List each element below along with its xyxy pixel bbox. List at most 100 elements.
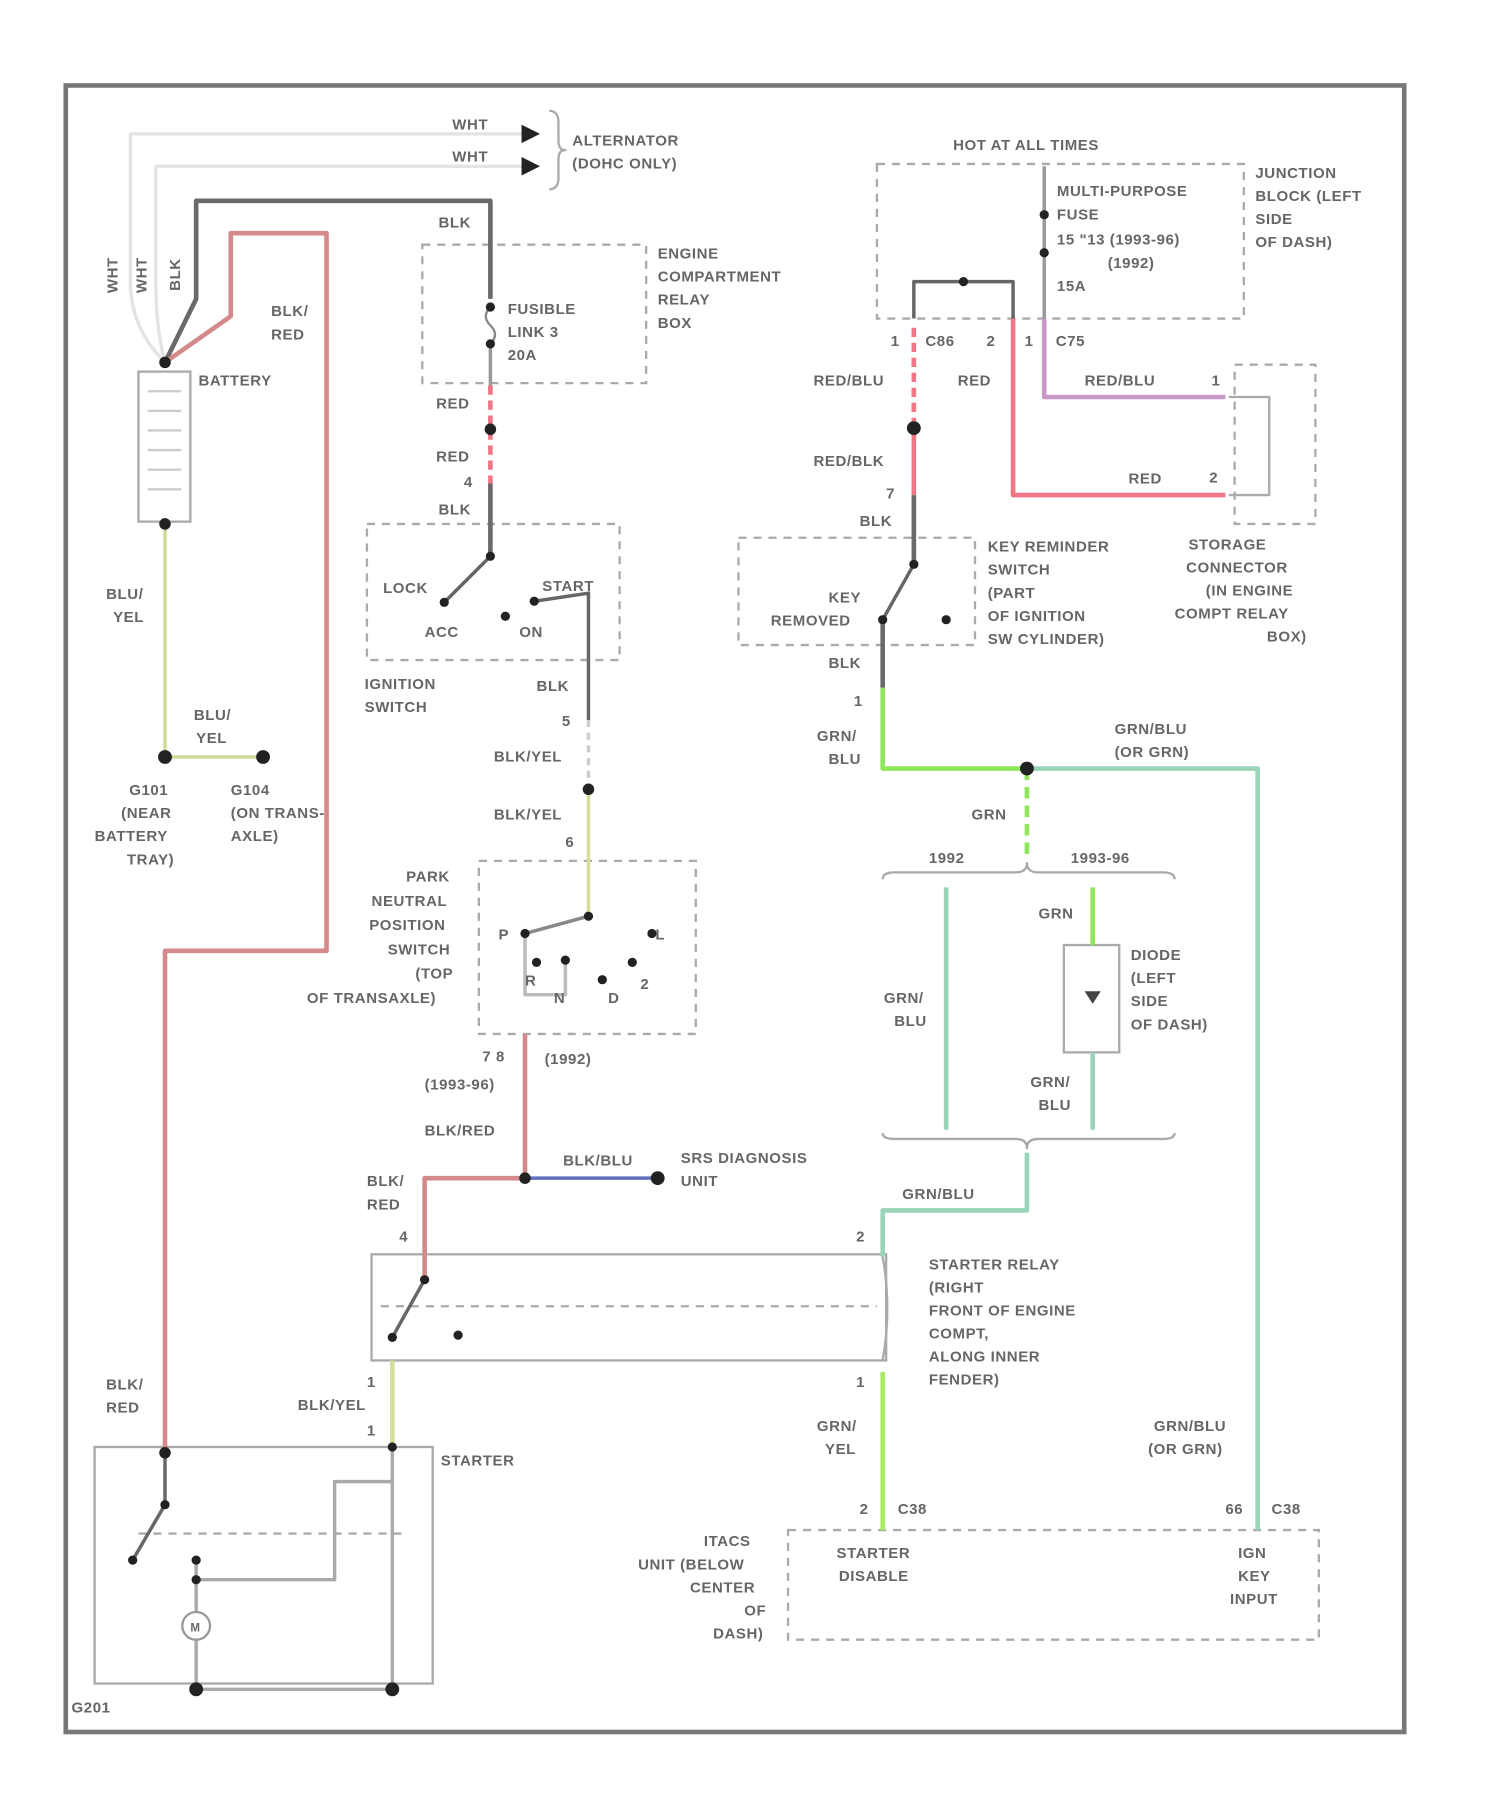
label: (RIGHT	[929, 1279, 984, 1296]
label: 1	[854, 693, 863, 710]
label: UNIT	[681, 1173, 718, 1190]
label: P	[498, 926, 509, 943]
variant-bracket-top	[881, 861, 1176, 880]
label: (1992)	[545, 1051, 592, 1068]
label: GRN/BLU	[1115, 721, 1187, 738]
label: KEY REMINDER	[988, 539, 1110, 556]
label: BLK	[828, 655, 861, 672]
label: ITACS	[704, 1533, 751, 1550]
label: CONNECTOR	[1186, 559, 1288, 576]
wire-wht-2	[154, 164, 522, 363]
label: C75	[1056, 333, 1085, 350]
label: BLK	[438, 214, 471, 231]
label: KEY	[1238, 1568, 1271, 1585]
label: R	[525, 972, 536, 989]
label: GRN/BLU	[902, 1186, 974, 1203]
label: ALTERNATOR	[572, 132, 679, 149]
label: 4	[399, 1229, 408, 1246]
label: REMOVED	[771, 612, 851, 629]
label: RED	[1128, 471, 1161, 488]
label: G201	[72, 1699, 111, 1716]
label: SW CYLINDER)	[988, 631, 1105, 648]
engine-relay-box	[421, 243, 648, 385]
label: 1992	[929, 850, 965, 867]
wire-wht-1	[128, 132, 522, 364]
label: RED	[436, 396, 469, 413]
wire-blk-red-main	[162, 230, 329, 1453]
label: GRN	[972, 806, 1007, 823]
label: 2	[856, 1229, 865, 1246]
label: BLU	[894, 1013, 927, 1030]
relay-switch-arm	[390, 1278, 427, 1339]
label: INPUT	[1230, 1591, 1278, 1608]
label: (PART	[988, 585, 1036, 602]
label: GRN/BLU	[1154, 1418, 1226, 1435]
label: YEL	[825, 1441, 856, 1458]
label: 15A	[1057, 278, 1086, 295]
label: 1	[1212, 372, 1221, 389]
label: BLK/YEL	[298, 1397, 366, 1414]
pnp-internal	[523, 933, 568, 997]
label: NEUTRAL	[372, 893, 448, 910]
label: LOCK	[383, 580, 428, 597]
label: RED	[271, 326, 304, 343]
label: 4	[464, 474, 473, 491]
label: DIODE	[1131, 947, 1181, 964]
label: G104	[231, 782, 270, 799]
label: OF DASH)	[1255, 234, 1332, 251]
label: 1	[367, 1374, 376, 1391]
label: 20A	[508, 347, 537, 364]
label: FRONT OF ENGINE	[929, 1302, 1076, 1319]
label: BLU	[828, 751, 861, 768]
label: STARTER RELAY	[929, 1256, 1060, 1273]
wire-red-blu-storage	[1041, 318, 1226, 400]
label: 2	[640, 976, 649, 993]
label: (OR GRN)	[1148, 1441, 1223, 1458]
junction-jumper	[912, 279, 1015, 319]
label: M	[190, 1623, 200, 1635]
starter-motor	[181, 1610, 212, 1641]
label: RED/BLK	[813, 453, 884, 470]
relay-coil	[881, 1256, 889, 1361]
label: (TOP	[415, 966, 453, 983]
key-reminder-arm	[881, 563, 916, 621]
label: GRN/	[1030, 1074, 1070, 1091]
label: 2	[860, 1501, 869, 1518]
label: BLU/	[106, 586, 144, 603]
label: RED	[367, 1196, 400, 1213]
label: RED/BLU	[1085, 372, 1156, 389]
label: FUSE	[1057, 206, 1099, 223]
label: STORAGE	[1188, 536, 1266, 553]
label: BLU/	[194, 707, 232, 724]
starter-box	[93, 1445, 434, 1685]
label: COMPARTMENT	[658, 269, 782, 286]
label: WHT	[134, 257, 151, 293]
label: RED	[958, 372, 991, 389]
label: STARTER	[837, 1545, 911, 1562]
itacs-unit-box	[786, 1528, 1320, 1641]
alternator-arrow-2	[521, 157, 540, 176]
label: YEL	[113, 609, 144, 626]
label: COMPT RELAY	[1175, 606, 1289, 623]
storage-jumper	[1228, 395, 1271, 497]
diode-symbol	[1084, 991, 1101, 1004]
label: 1993-96	[1071, 850, 1130, 867]
label: CENTER	[690, 1579, 755, 1596]
junction-block-box	[875, 162, 1245, 320]
label: 1	[856, 1374, 865, 1391]
label: 7	[886, 486, 895, 503]
label: OF	[744, 1602, 766, 1619]
label: ENGINE	[658, 246, 719, 263]
label: 6	[565, 834, 574, 851]
label: UNIT (BELOW	[638, 1556, 745, 1573]
label: BLOCK (LEFT	[1255, 188, 1361, 205]
label: BLK	[860, 513, 893, 530]
wire-blk-start-out	[533, 591, 591, 721]
label: SWITCH	[988, 562, 1051, 579]
label: MULTI-PURPOSE	[1057, 183, 1188, 200]
label: POSITION	[369, 917, 445, 934]
label: COMPT,	[929, 1326, 989, 1343]
label: C38	[898, 1501, 927, 1518]
label: YEL	[196, 730, 227, 747]
wire-grn-blu-key	[880, 687, 1027, 771]
